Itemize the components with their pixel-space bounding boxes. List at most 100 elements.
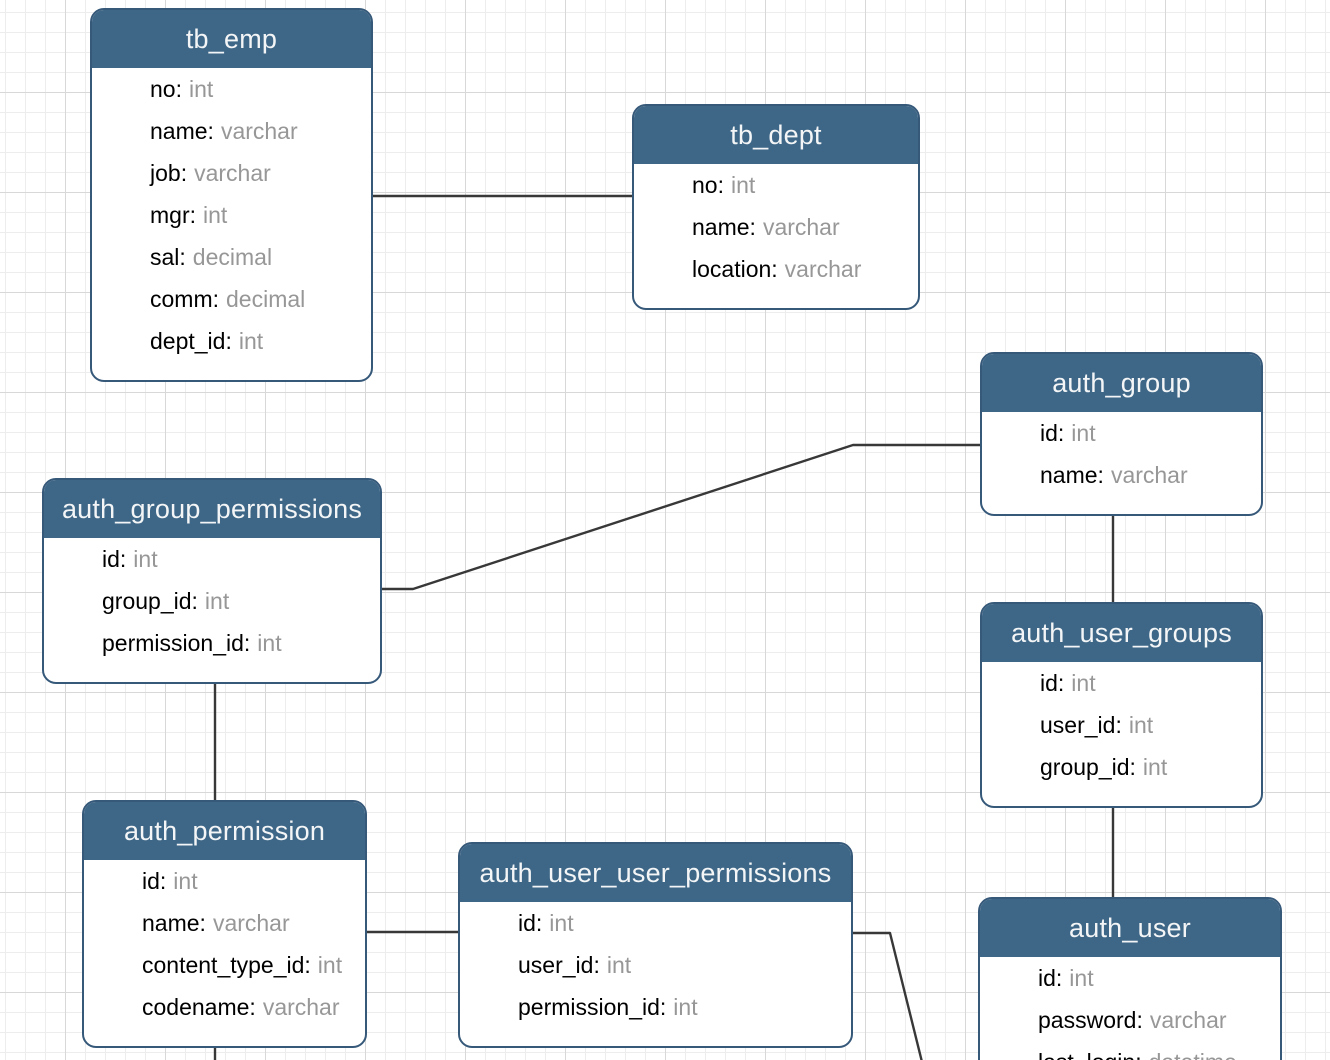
table-header[interactable]: auth_user_groups bbox=[982, 604, 1261, 662]
field-row-user_id[interactable]: user_idint bbox=[1040, 704, 1255, 746]
field-row-no[interactable]: noint bbox=[692, 164, 912, 206]
field-type: int bbox=[730, 172, 756, 198]
table-title: auth_user_user_permissions bbox=[479, 857, 832, 888]
table-auth_user_user_permissions[interactable]: auth_user_user_permissionsidintuser_idin… bbox=[458, 842, 853, 1048]
field-row-name[interactable]: namevarchar bbox=[150, 110, 365, 152]
table-auth_user_groups[interactable]: auth_user_groupsidintuser_idintgroup_idi… bbox=[980, 602, 1263, 808]
table-header[interactable]: auth_user_user_permissions bbox=[460, 844, 851, 902]
field-row-location[interactable]: locationvarchar bbox=[692, 248, 912, 290]
table-header[interactable]: tb_dept bbox=[634, 106, 918, 164]
table-auth_group_permissions[interactable]: auth_group_permissionsidintgroup_idintpe… bbox=[42, 478, 382, 684]
field-row-id[interactable]: idint bbox=[1040, 412, 1255, 454]
table-tb_emp[interactable]: tb_empnointnamevarcharjobvarcharmgrintsa… bbox=[90, 8, 373, 382]
field-row-content_type_id[interactable]: content_type_idint bbox=[142, 944, 359, 986]
connector-auth_user_user_permissions--offscreen-bottom[interactable] bbox=[851, 931, 923, 1060]
field-name: mgr bbox=[150, 202, 196, 228]
field-type: varchar bbox=[212, 910, 290, 936]
field-name: id bbox=[102, 546, 126, 572]
table-body: idintgroup_idintpermission_idint bbox=[44, 538, 380, 682]
field-row-job[interactable]: job varchar bbox=[150, 152, 365, 194]
table-title: tb_dept bbox=[730, 119, 822, 150]
field-row-mgr[interactable]: mgrint bbox=[150, 194, 365, 236]
field-row-password[interactable]: passwordvarchar bbox=[1038, 999, 1274, 1041]
table-auth_user[interactable]: auth_useridintpasswordvarcharlast_logind… bbox=[978, 897, 1282, 1060]
field-row-sal[interactable]: saldecimal bbox=[150, 236, 365, 278]
field-type: int bbox=[1142, 754, 1168, 780]
field-name: id bbox=[1040, 670, 1064, 696]
field-type: decimal bbox=[192, 244, 273, 270]
field-type: int bbox=[188, 76, 214, 102]
table-header[interactable]: auth_group bbox=[982, 354, 1261, 412]
field-type: varchar bbox=[262, 994, 340, 1020]
field-type: int bbox=[673, 994, 698, 1020]
table-auth_group[interactable]: auth_groupidintnamevarchar bbox=[980, 352, 1263, 516]
field-name: no bbox=[150, 76, 182, 102]
field-row-user_id[interactable]: user_idint bbox=[518, 944, 845, 986]
field-type: int bbox=[1071, 420, 1096, 446]
field-row-id[interactable]: idint bbox=[142, 860, 359, 902]
field-row-name[interactable]: namevarchar bbox=[142, 902, 359, 944]
field-row-name[interactable]: namevarchar bbox=[692, 206, 912, 248]
table-title: tb_emp bbox=[185, 23, 278, 54]
field-name: id bbox=[518, 910, 542, 936]
field-name: id bbox=[1040, 420, 1064, 446]
table-title: auth_group bbox=[1052, 367, 1191, 398]
field-name: group_id bbox=[102, 588, 198, 614]
field-row-group_id[interactable]: group_idint bbox=[1040, 746, 1255, 788]
field-type: varchar bbox=[1149, 1007, 1227, 1033]
field-name: name bbox=[1040, 462, 1104, 488]
field-type: int bbox=[238, 328, 264, 354]
table-header[interactable]: tb_emp bbox=[92, 10, 371, 68]
field-type: varchar bbox=[784, 256, 862, 282]
field-type: int bbox=[204, 588, 230, 614]
table-header[interactable]: auth_user bbox=[980, 899, 1280, 957]
table-title: auth_user_groups bbox=[1011, 617, 1232, 648]
field-row-name[interactable]: namevarchar bbox=[1040, 454, 1255, 496]
field-type: int bbox=[606, 952, 632, 978]
field-row-id[interactable]: idint bbox=[102, 538, 374, 580]
field-row-last_login[interactable]: last_logindatetime bbox=[1038, 1041, 1274, 1060]
field-type: int bbox=[1071, 670, 1096, 696]
field-type: int bbox=[257, 630, 282, 656]
field-row-dept_id[interactable]: dept_idint bbox=[150, 320, 365, 362]
field-name: last_login bbox=[1038, 1049, 1142, 1060]
table-body: idintuser_idintgroup_idint bbox=[982, 662, 1261, 806]
connector-auth_group_permissions--auth_group[interactable] bbox=[380, 443, 982, 591]
table-header[interactable]: auth_permission bbox=[84, 802, 365, 860]
table-title: auth_group_permissions bbox=[61, 493, 363, 524]
field-name: group_id bbox=[1040, 754, 1136, 780]
field-name: no bbox=[692, 172, 724, 198]
field-name: name bbox=[142, 910, 206, 936]
field-type: varchar bbox=[1110, 462, 1188, 488]
table-title: auth_user bbox=[1069, 912, 1191, 943]
table-body: nointnamevarcharlocationvarchar bbox=[634, 164, 918, 308]
table-body: idintnamevarcharcontent_type_idintcodena… bbox=[84, 860, 365, 1046]
field-row-no[interactable]: noint bbox=[150, 68, 365, 110]
field-name: permission_id bbox=[518, 994, 666, 1020]
field-type: varchar bbox=[194, 160, 271, 186]
field-name: job bbox=[150, 160, 187, 186]
field-row-group_id[interactable]: group_idint bbox=[102, 580, 374, 622]
table-header[interactable]: auth_group_permissions bbox=[44, 480, 380, 538]
field-row-comm[interactable]: commdecimal bbox=[150, 278, 365, 320]
field-row-id[interactable]: idint bbox=[518, 902, 845, 944]
field-row-id[interactable]: idint bbox=[1038, 957, 1274, 999]
table-body: idintpasswordvarcharlast_logindatetime bbox=[980, 957, 1280, 1060]
table-auth_permission[interactable]: auth_permissionidintnamevarcharcontent_t… bbox=[82, 800, 367, 1048]
field-row-permission_id[interactable]: permission_id int bbox=[518, 986, 845, 1028]
field-name: user_id bbox=[518, 952, 600, 978]
field-type: varchar bbox=[220, 118, 298, 144]
field-row-codename[interactable]: codenamevarchar bbox=[142, 986, 359, 1028]
field-row-id[interactable]: idint bbox=[1040, 662, 1255, 704]
table-body: idintnamevarchar bbox=[982, 412, 1261, 514]
table-body: nointnamevarcharjobvarcharmgrintsaldecim… bbox=[92, 68, 371, 380]
table-tb_dept[interactable]: tb_deptnointnamevarcharlocationvarchar bbox=[632, 104, 920, 310]
field-name: name bbox=[150, 118, 214, 144]
field-row-permission_id[interactable]: permission_idint bbox=[102, 622, 374, 664]
table-title: auth_permission bbox=[123, 815, 326, 846]
field-name: user_id bbox=[1040, 712, 1122, 738]
field-name: codename bbox=[142, 994, 256, 1020]
field-type: int bbox=[549, 910, 574, 936]
